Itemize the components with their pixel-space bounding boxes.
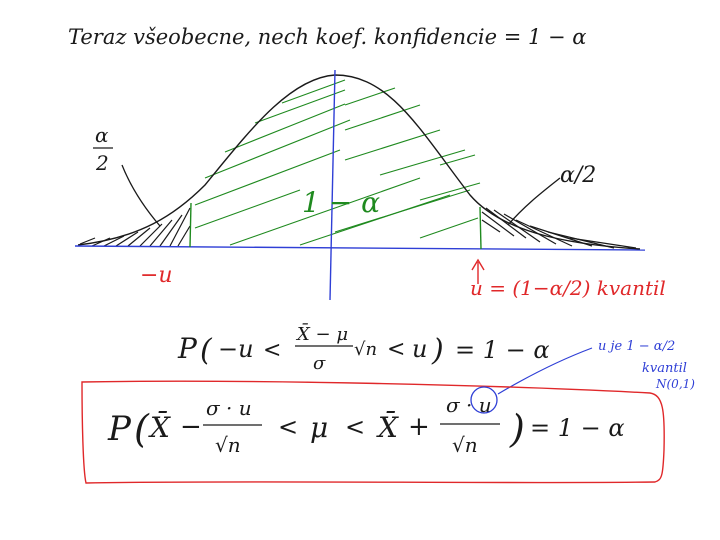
formula2-less-than-2: < bbox=[345, 413, 365, 441]
formula2-xbar-1: X̄ bbox=[148, 410, 171, 444]
formula-2: P ( X̄ − σ · u √n < μ < X̄ + σ · u √n ) … bbox=[107, 393, 625, 457]
minus-u-label: −u bbox=[140, 263, 173, 288]
formula2-minus: − bbox=[180, 412, 202, 442]
right-tail-hatch bbox=[481, 207, 637, 249]
right-tail-label: α/2 bbox=[560, 163, 596, 188]
formula2-open-paren: ( bbox=[134, 407, 150, 451]
header-text: Teraz všeobecne, nech koef. konfidencie … bbox=[68, 25, 586, 49]
formula2-xbar-2: X̄ bbox=[376, 410, 399, 444]
formula2-p: P bbox=[107, 409, 132, 449]
left-tail-hatch bbox=[79, 207, 191, 247]
formula2-mu: μ bbox=[310, 411, 328, 444]
formula2-plus: + bbox=[408, 412, 430, 442]
formula1-u: u bbox=[412, 335, 427, 363]
formula1-sqrt-n: √n bbox=[354, 339, 377, 360]
formula1-p: P bbox=[177, 332, 198, 365]
note-pointer bbox=[497, 347, 593, 395]
formula1-denominator: σ bbox=[313, 353, 326, 374]
note: u je 1 − α/2 kvantil N(0,1) bbox=[598, 339, 695, 391]
left-boundary bbox=[189, 202, 192, 248]
note-line-3: N(0,1) bbox=[655, 377, 695, 391]
formula2-equals: = 1 − α bbox=[530, 414, 625, 442]
formula1-less-than-2: < bbox=[387, 337, 405, 362]
formula1-minus-u: −u bbox=[218, 335, 254, 363]
formula2-denominator-2: √n bbox=[452, 433, 478, 457]
formula-1: P ( −u < X̄ − μ σ √n < u ) = 1 − α bbox=[177, 322, 550, 374]
left-tail-label-denominator: 2 bbox=[95, 151, 109, 175]
formula1-close-paren: ) bbox=[431, 333, 444, 368]
note-line-2: kvantil bbox=[642, 361, 687, 376]
u-arrow-head bbox=[471, 258, 485, 271]
left-tail-label-numerator: α bbox=[95, 123, 109, 147]
red-box bbox=[81, 380, 665, 484]
note-line-1: u je 1 − α/2 bbox=[598, 339, 675, 354]
formula2-numerator-1: σ · u bbox=[206, 396, 252, 420]
right-boundary bbox=[479, 206, 482, 250]
bell-curve bbox=[77, 74, 641, 250]
right-pointer bbox=[507, 177, 561, 226]
left-pointer bbox=[121, 164, 161, 227]
formula1-equals: = 1 − α bbox=[455, 336, 550, 364]
y-axis bbox=[329, 69, 336, 301]
formula1-open-paren: ( bbox=[200, 333, 213, 368]
central-hatch bbox=[194, 79, 481, 246]
x-axis bbox=[74, 245, 646, 251]
formula2-close-paren: ) bbox=[509, 407, 525, 451]
u-highlight-circle bbox=[470, 386, 498, 414]
formula1-numerator: X̄ − μ bbox=[295, 322, 348, 345]
center-label: 1 − α bbox=[302, 186, 380, 219]
formula1-less-than-1: < bbox=[263, 338, 281, 363]
u-quantile-label: u = (1−α/2) kvantil bbox=[470, 276, 666, 300]
formula2-denominator-1: √n bbox=[215, 433, 241, 457]
formula2-less-than-1: < bbox=[278, 413, 298, 441]
